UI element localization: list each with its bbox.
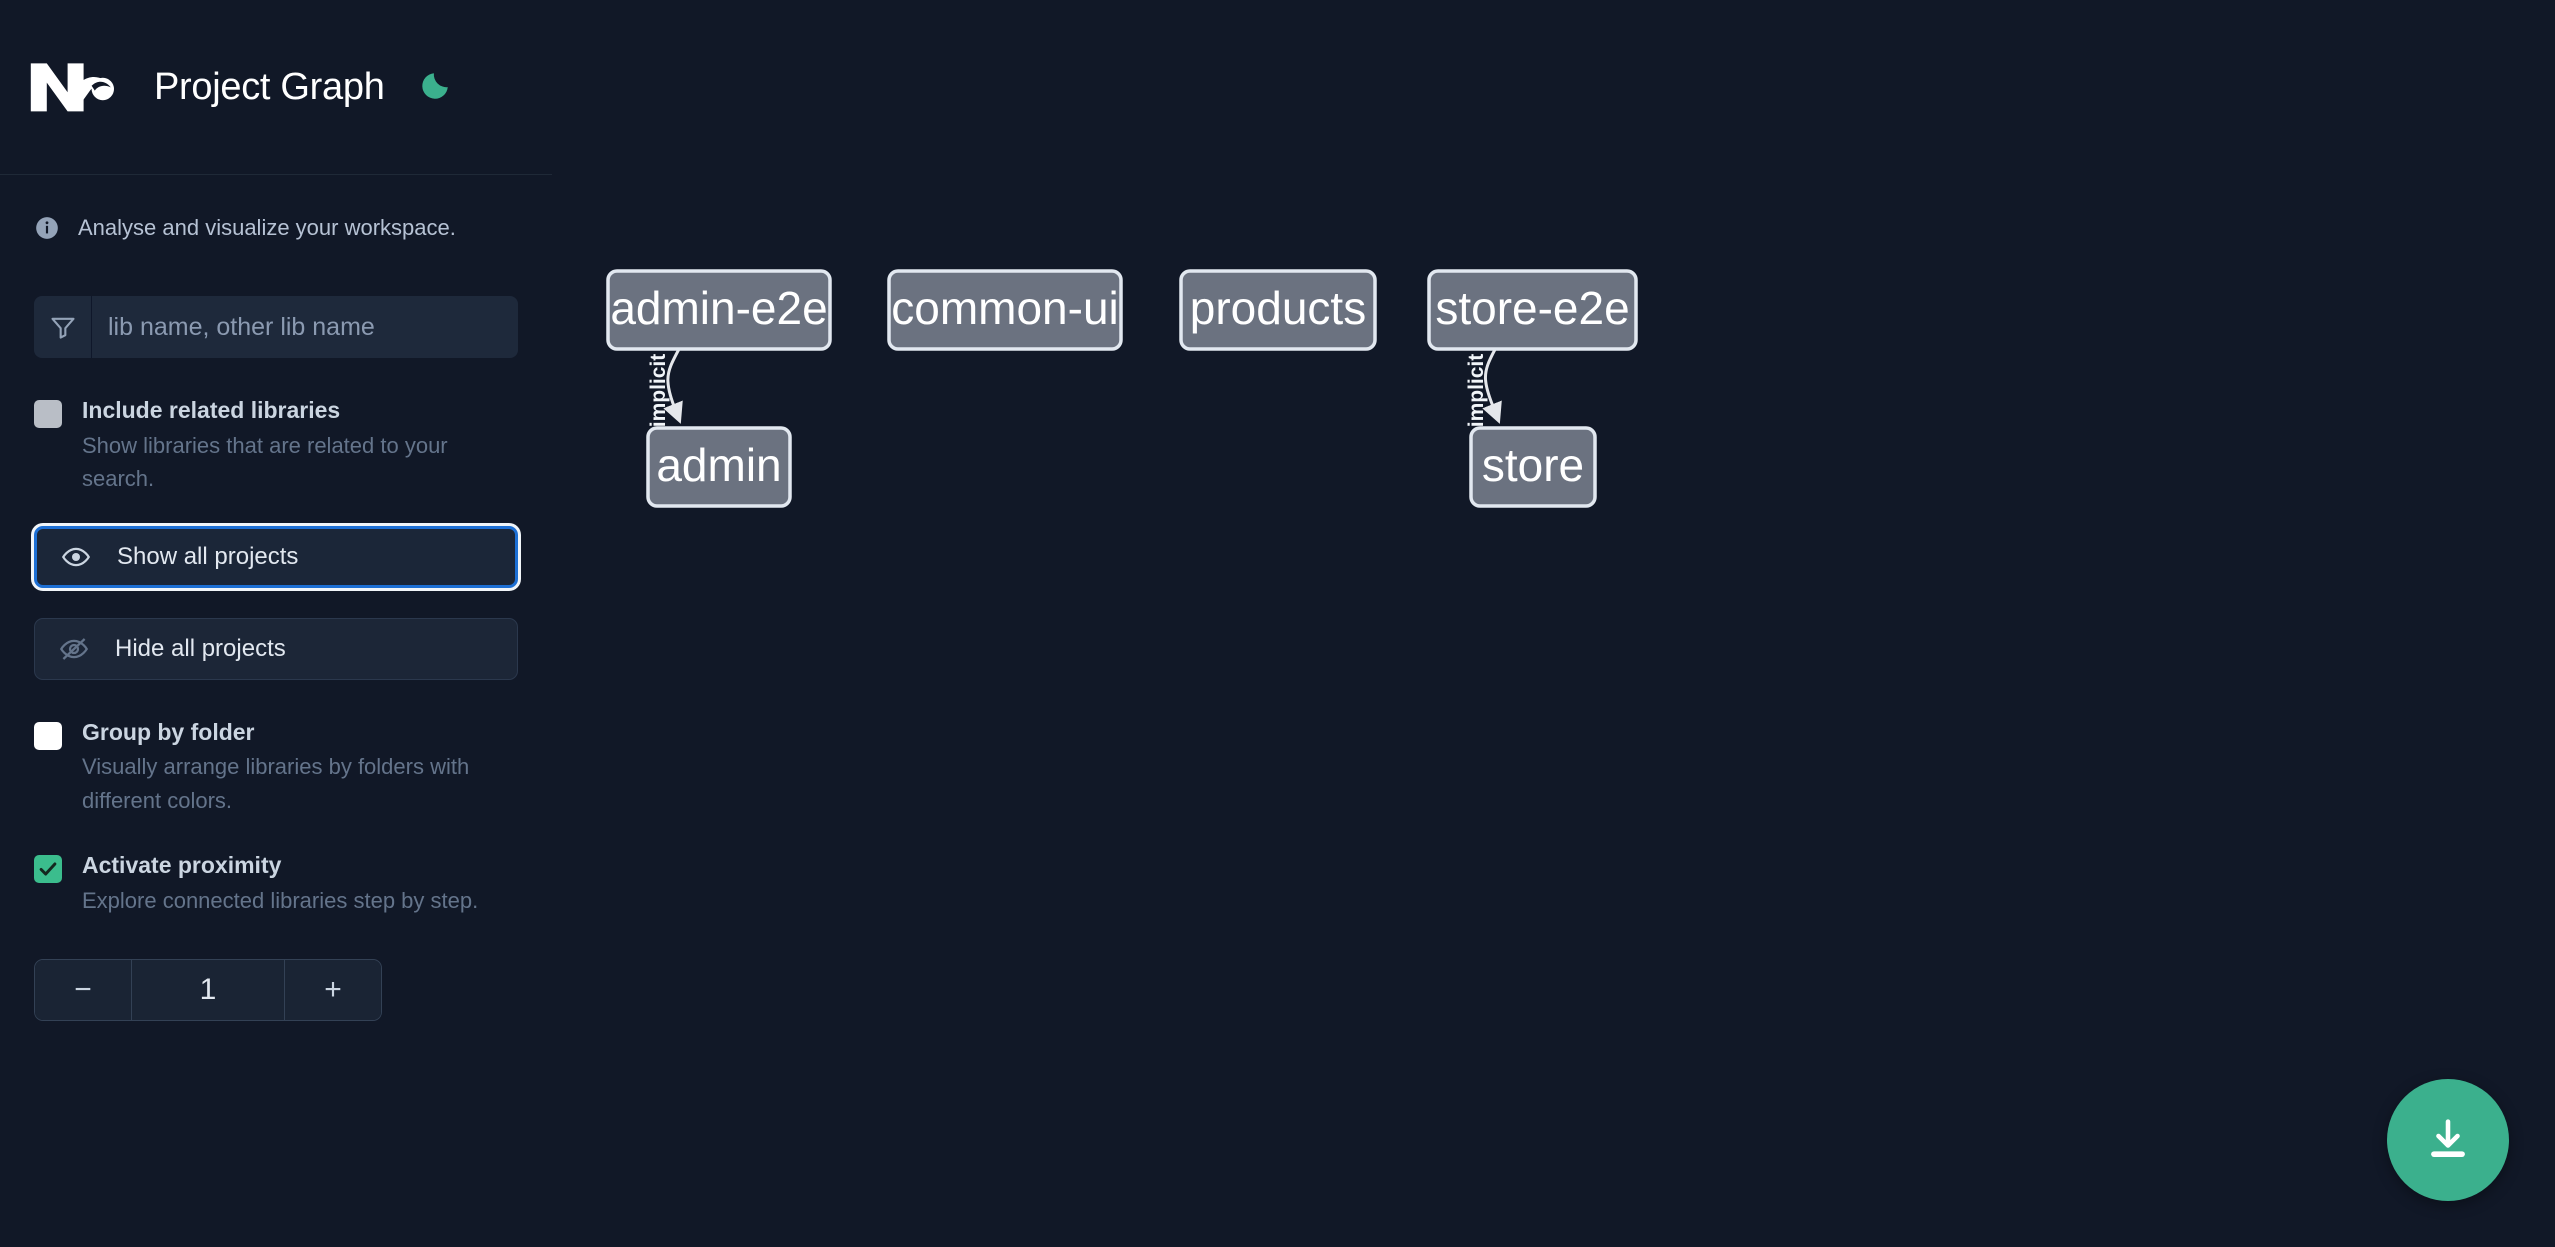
tagline: Analyse and visualize your workspace. xyxy=(34,215,518,241)
hide-all-projects-label: Hide all projects xyxy=(115,634,286,662)
sidebar-header: Project Graph xyxy=(0,0,552,175)
tagline-text: Analyse and visualize your workspace. xyxy=(78,215,456,240)
proximity-value: 1 xyxy=(132,960,284,1021)
include-related-libraries-description: Show libraries that are related to your … xyxy=(82,432,448,492)
graph-node-label: common-ui xyxy=(891,282,1119,334)
proximity-stepper[interactable]: − 1 + xyxy=(34,959,382,1022)
graph-node[interactable]: admin-e2e xyxy=(606,269,832,351)
graph-nodes: admin-e2e common-ui products store-e2e admin… xyxy=(606,269,1638,508)
group-by-folder-label: Group by folder xyxy=(82,718,255,745)
graph-canvas[interactable]: implicit implicit admin-e2e common-ui produ… xyxy=(552,0,2555,1247)
activate-proximity-checkbox[interactable] xyxy=(34,855,62,884)
option-include-related-libraries[interactable]: Include related libraries Show libraries… xyxy=(34,396,518,496)
hide-all-projects-button[interactable]: Hide all projects xyxy=(34,617,518,680)
include-related-libraries-label: Include related libraries xyxy=(82,397,341,423)
sidebar-body: Analyse and visualize your workspace. In… xyxy=(0,215,552,1022)
graph-node-label: admin xyxy=(656,439,781,491)
page-title: Project Graph xyxy=(154,65,385,108)
group-by-folder-checkbox[interactable] xyxy=(34,721,62,750)
option-group-by-folder[interactable]: Group by folder Visually arrange librari… xyxy=(34,718,518,818)
graph-node[interactable]: store xyxy=(1469,426,1597,508)
sidebar: Project Graph Analyse and v xyxy=(0,0,552,1247)
activate-proximity-description: Explore connected libraries step by step… xyxy=(82,888,479,913)
proximity-decrement-button[interactable]: − xyxy=(35,960,132,1021)
nx-logo-icon xyxy=(26,57,122,117)
graph-node[interactable]: admin xyxy=(646,426,792,508)
graph-node-label: store xyxy=(1482,439,1584,491)
edge-label: implicit xyxy=(647,354,670,428)
graph-edge[interactable]: implicit xyxy=(647,348,683,428)
eye-off-icon xyxy=(59,634,93,664)
include-related-libraries-checkbox[interactable] xyxy=(34,400,62,428)
filter-funnel-icon xyxy=(34,296,92,358)
group-by-folder-description: Visually arrange libraries by folders wi… xyxy=(82,754,470,813)
graph-node-label: store-e2e xyxy=(1435,282,1629,334)
graph-edges: implicit implicit xyxy=(647,348,1502,428)
show-all-projects-button[interactable]: Show all projects xyxy=(34,525,518,588)
search-input[interactable] xyxy=(92,296,518,358)
activate-proximity-label: Activate proximity xyxy=(82,852,282,879)
graph-node[interactable]: common-ui xyxy=(887,269,1123,351)
project-graph-svg: implicit implicit admin-e2e common-ui produ… xyxy=(606,269,1638,508)
theme-toggle-button[interactable] xyxy=(413,65,457,109)
option-activate-proximity[interactable]: Activate proximity Explore connected lib… xyxy=(34,851,518,917)
graph-node[interactable]: store-e2e xyxy=(1427,269,1638,351)
download-icon xyxy=(2422,1113,2474,1168)
graph-node[interactable]: products xyxy=(1179,269,1377,351)
download-graph-button[interactable] xyxy=(2387,1079,2509,1201)
edge-label: implicit xyxy=(1465,354,1488,428)
moon-icon xyxy=(418,69,452,106)
eye-icon xyxy=(61,542,95,572)
info-icon xyxy=(34,215,60,241)
show-all-projects-label: Show all projects xyxy=(117,542,299,570)
graph-node-label: admin-e2e xyxy=(610,282,827,334)
search-field[interactable] xyxy=(34,296,518,358)
graph-node-label: products xyxy=(1190,282,1366,334)
graph-edge[interactable]: implicit xyxy=(1465,348,1502,428)
proximity-increment-button[interactable]: + xyxy=(284,960,381,1021)
